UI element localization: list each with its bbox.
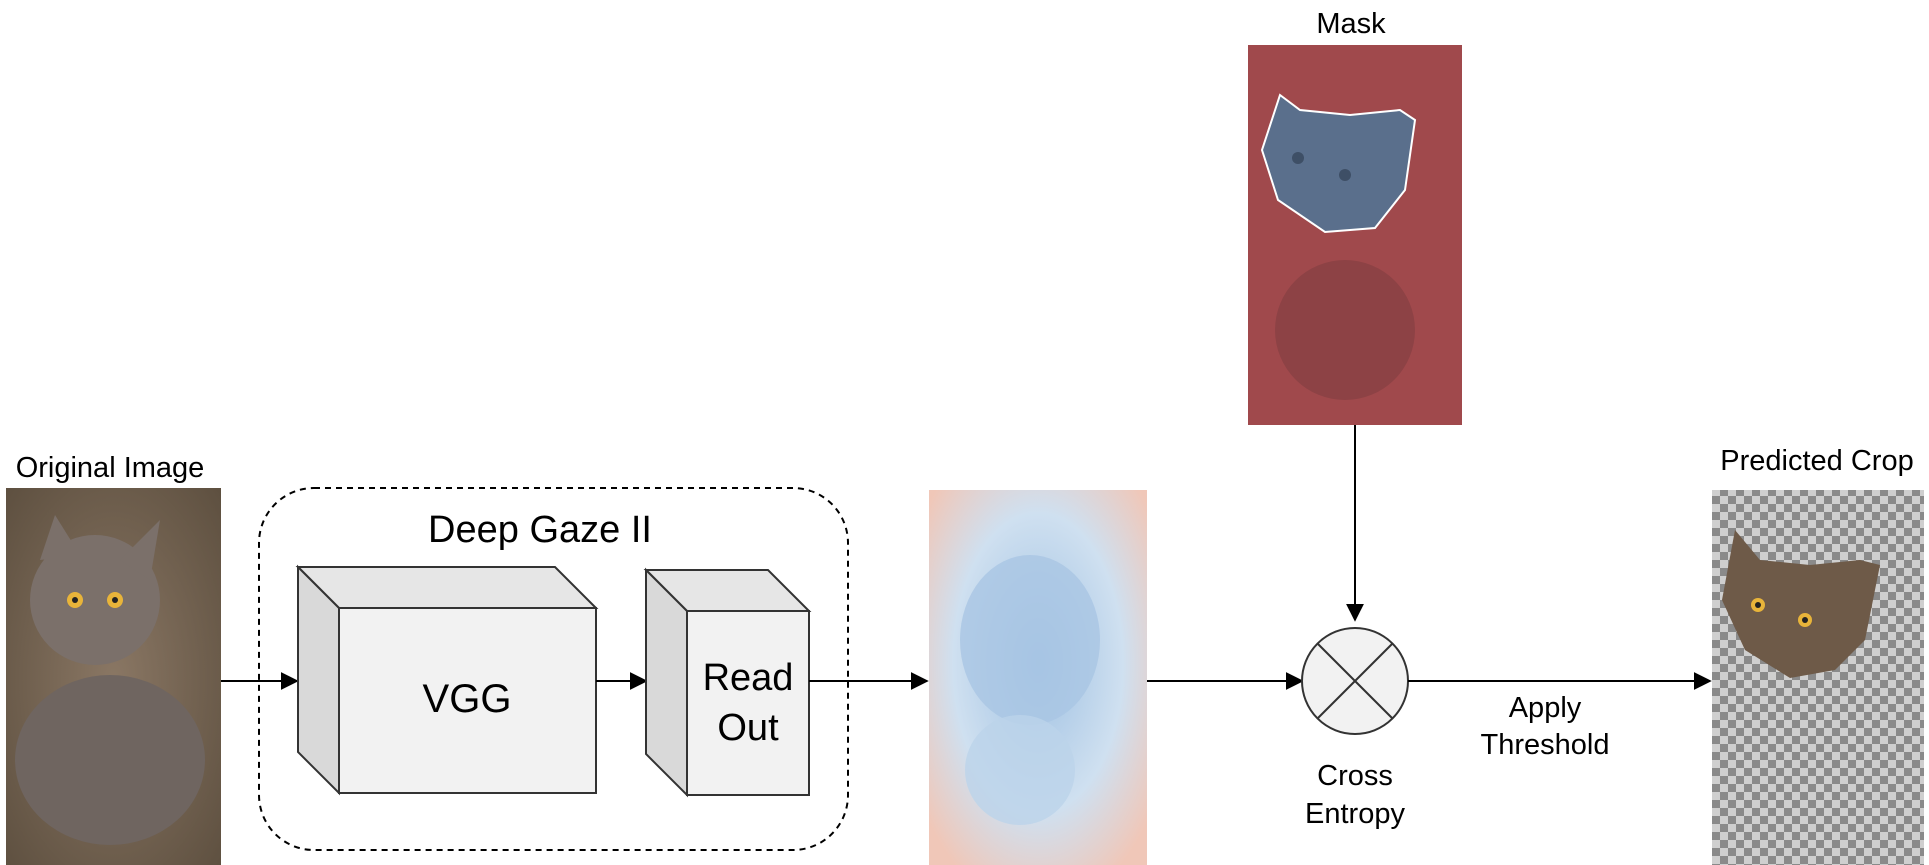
cross-entropy-label-line1: Cross (1317, 760, 1393, 792)
original-image-label: Original Image (16, 452, 205, 484)
saliency-map (929, 490, 1147, 865)
readout-label-line2: Out (717, 707, 779, 749)
apply-threshold-label-line1: Apply (1509, 692, 1582, 724)
mask-label: Mask (1316, 8, 1386, 40)
vgg-label: VGG (423, 677, 512, 721)
readout-box: Read Out (643, 567, 812, 798)
predicted-crop-label: Predicted Crop (1720, 445, 1913, 477)
readout-label-line1: Read (703, 657, 794, 699)
cross-entropy-label-line2: Entropy (1305, 798, 1405, 830)
circle-x-icon (1301, 627, 1409, 735)
vgg-box: VGG (295, 564, 599, 796)
apply-threshold-label-line2: Threshold (1481, 729, 1610, 761)
mask-image (1248, 45, 1462, 425)
predicted-crop-image (1712, 490, 1924, 865)
original-image (6, 488, 221, 865)
deep-gaze-title: Deep Gaze II (428, 509, 652, 551)
